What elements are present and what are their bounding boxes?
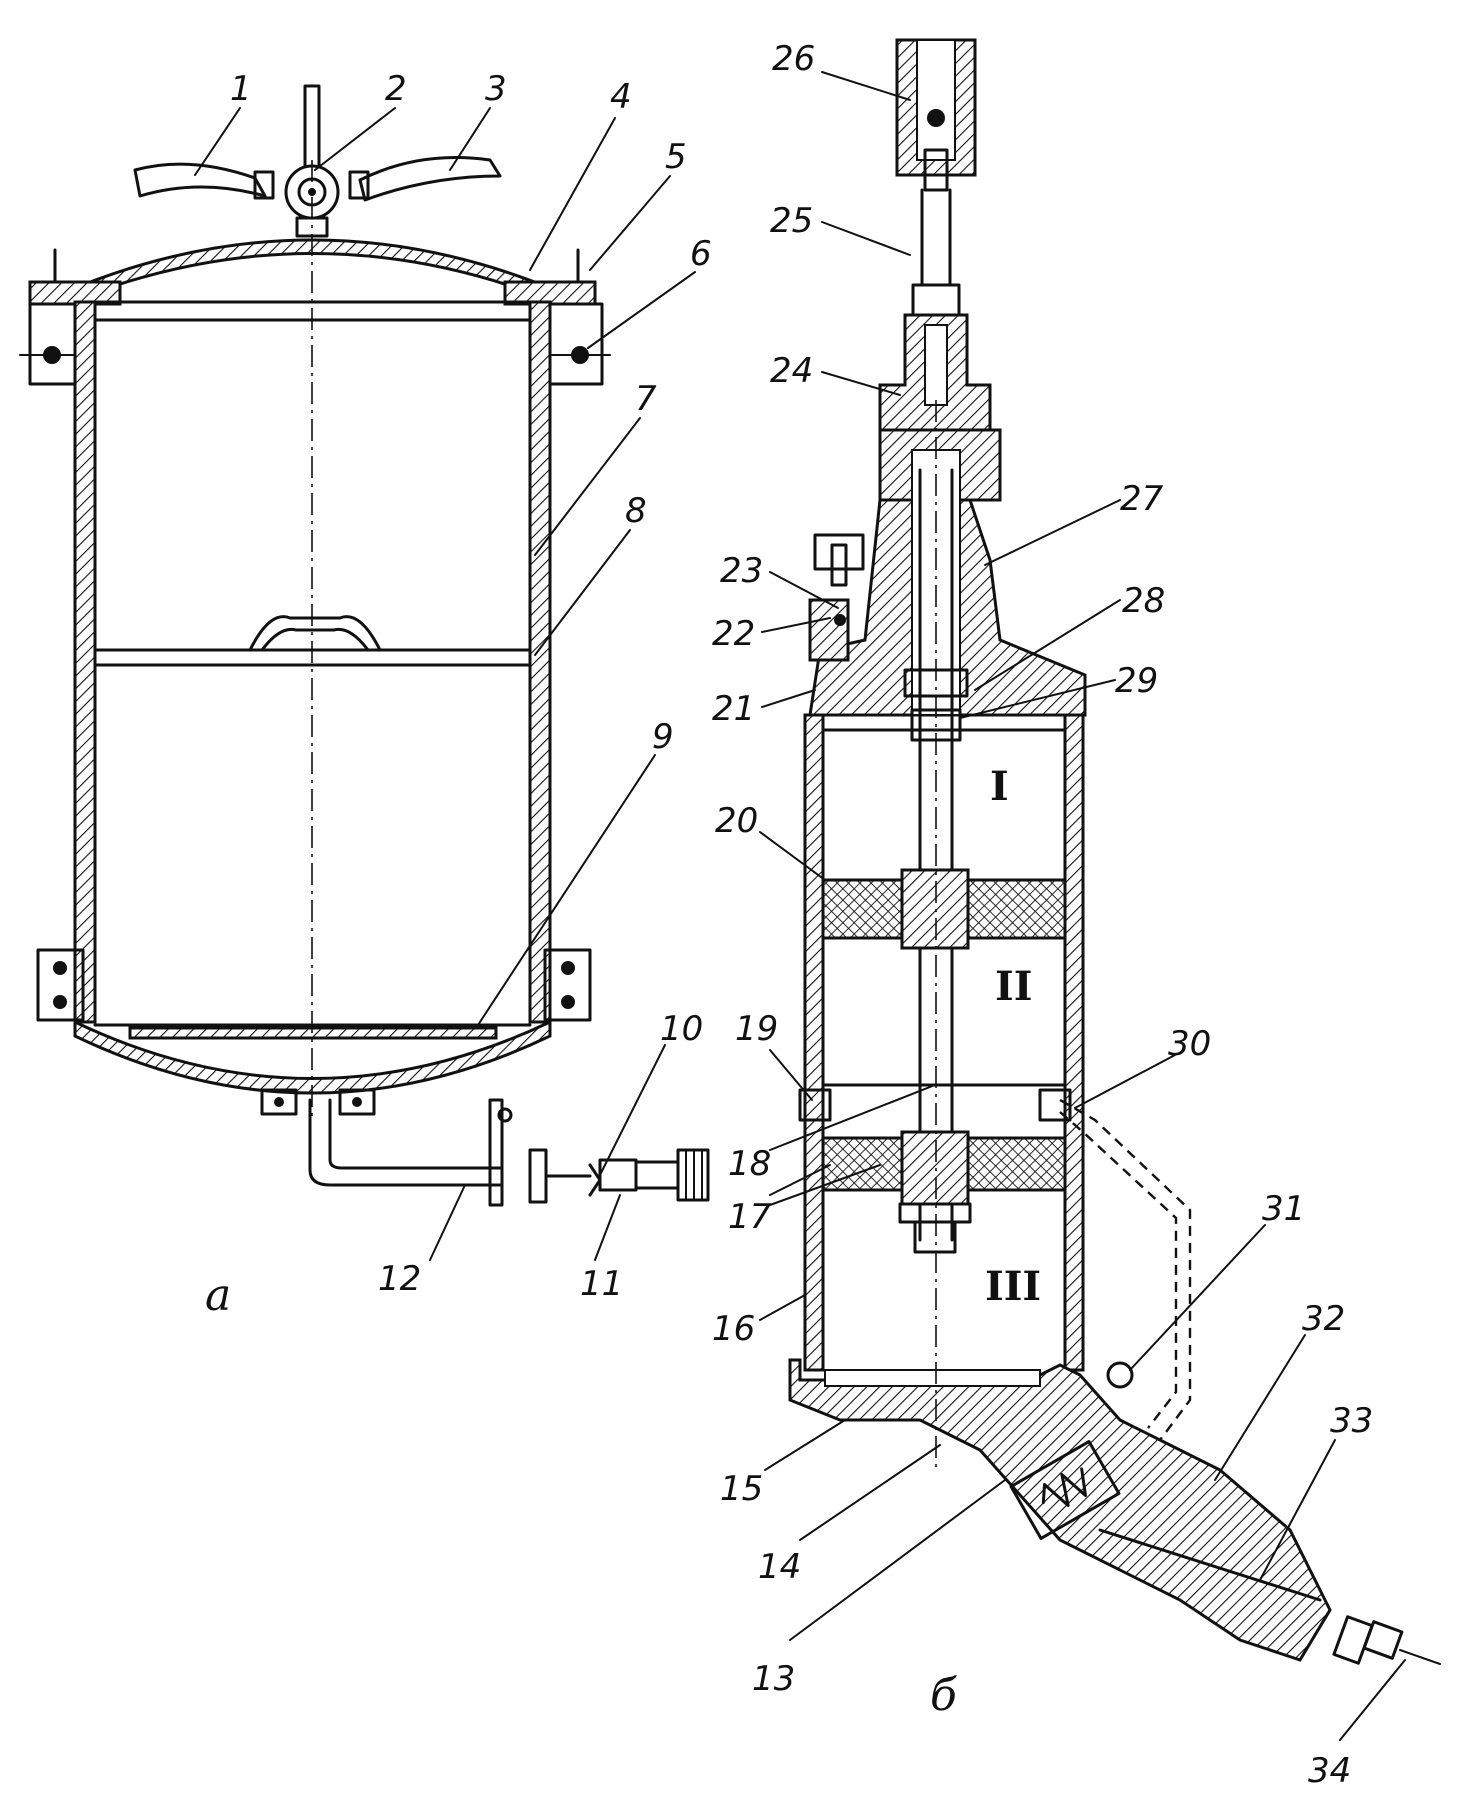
- callout-17: 17: [728, 1197, 772, 1237]
- callout-4: 4: [610, 77, 632, 117]
- callout-2: 2: [385, 69, 407, 109]
- callout-12: 12: [378, 1259, 421, 1299]
- callout-30: 30: [1168, 1024, 1211, 1064]
- callout-3: 3: [485, 69, 507, 109]
- callout-16: 16: [712, 1309, 755, 1349]
- callout-31: 31: [1262, 1189, 1305, 1229]
- callout-20: 20: [715, 801, 758, 841]
- callout-6: 6: [690, 234, 712, 274]
- callout-7: 7: [635, 379, 657, 419]
- callout-25: 25: [770, 201, 813, 241]
- callout-22: 22: [712, 614, 755, 654]
- callout-34: 34: [1308, 1751, 1351, 1791]
- callout-19: 19: [735, 1009, 778, 1049]
- pump-assembly: [788, 38, 1441, 1665]
- callout-26: 26: [772, 39, 815, 79]
- callout-13: 13: [752, 1659, 795, 1699]
- chamber-label-1: I: [990, 763, 1009, 810]
- callout-29: 29: [1115, 661, 1158, 701]
- callout-5: 5: [665, 137, 687, 177]
- callout-28: 28: [1122, 581, 1165, 621]
- subfigure-label-a: а: [205, 1270, 231, 1321]
- subfigure-label-b: б: [930, 1670, 957, 1721]
- callout-9: 9: [652, 717, 674, 757]
- callout-11: 11: [580, 1264, 623, 1304]
- callout-27: 27: [1120, 479, 1164, 519]
- callout-10: 10: [660, 1009, 703, 1049]
- callout-23: 23: [720, 551, 763, 591]
- leader-lines: [194, 71, 1406, 1741]
- tank-assembly: [19, 84, 710, 1207]
- callout-24: 24: [770, 351, 813, 391]
- callout-33: 33: [1330, 1401, 1373, 1441]
- callout-21: 21: [712, 689, 755, 729]
- chamber-label-2: II: [995, 963, 1032, 1010]
- callout-15: 15: [720, 1469, 763, 1509]
- callout-18: 18: [728, 1144, 771, 1184]
- callout-32: 32: [1302, 1299, 1345, 1339]
- callout-labels: 1 2 3 4 5 6 7 8 9 10 11 12 13 14 15 16 1…: [205, 39, 1373, 1791]
- callout-14: 14: [758, 1547, 801, 1587]
- callout-8: 8: [625, 491, 647, 531]
- callout-1: 1: [230, 69, 252, 109]
- chamber-label-3: III: [985, 1263, 1041, 1310]
